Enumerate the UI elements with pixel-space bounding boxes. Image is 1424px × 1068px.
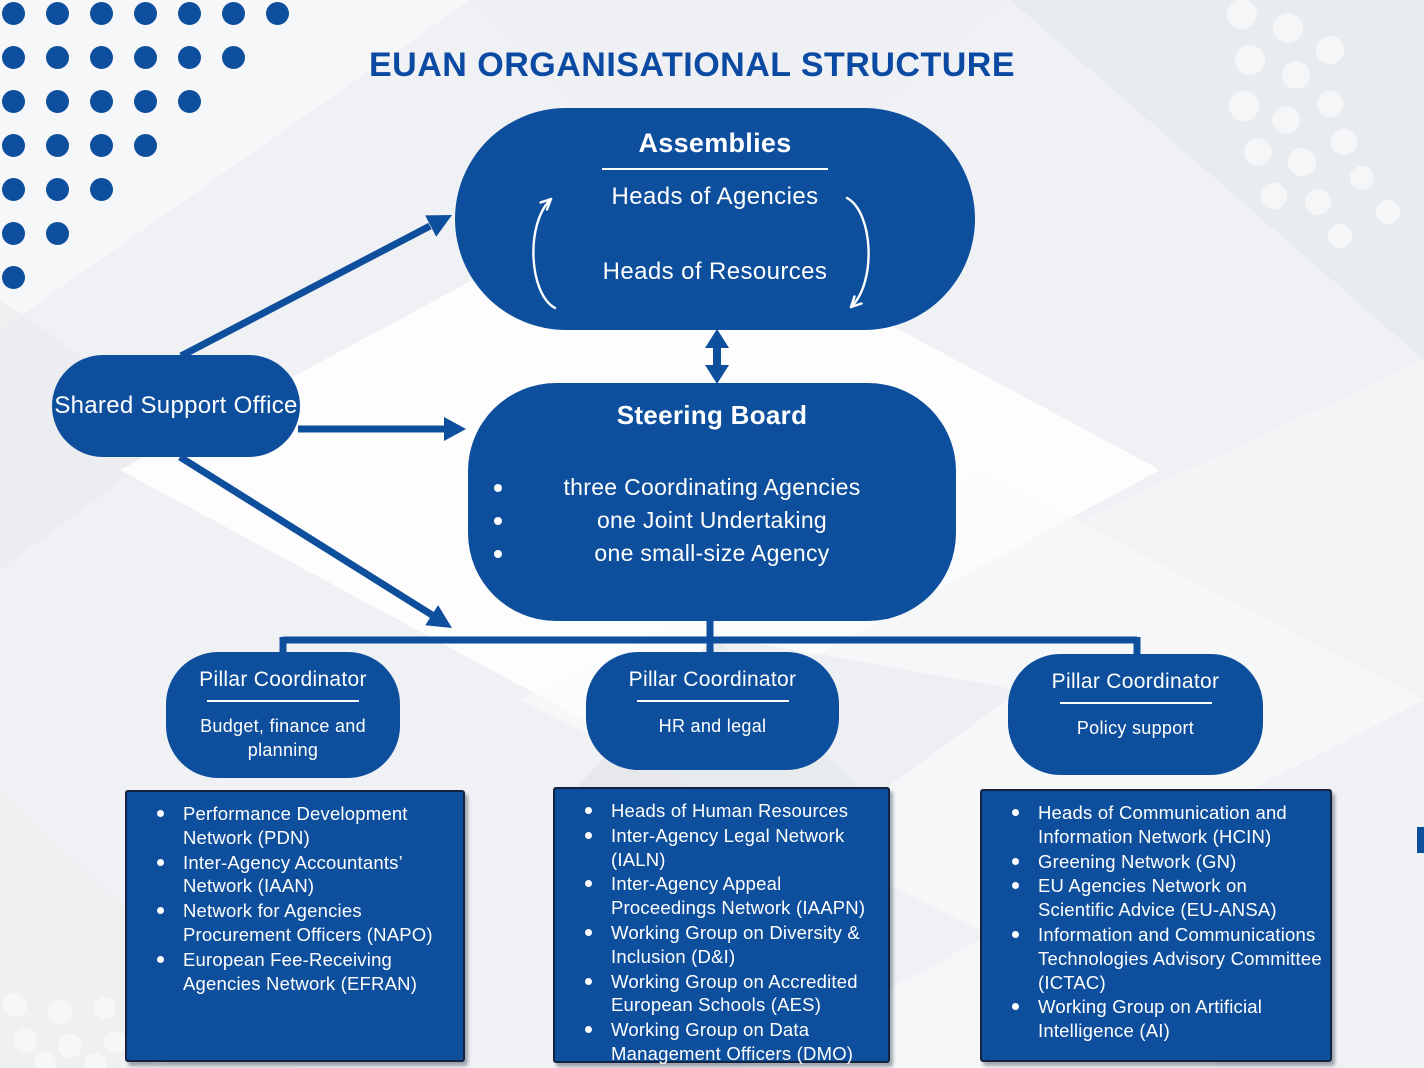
cycle-arrow-right bbox=[845, 196, 870, 309]
list-item: Information and Communications Technolog… bbox=[1012, 923, 1322, 993]
pillar-underline bbox=[207, 700, 359, 702]
decor-dot bbox=[89, 45, 113, 69]
decor-dot bbox=[177, 45, 201, 69]
pillar-box-budget-finance-planning: Pillar Coordinator Budget, finance and p… bbox=[166, 652, 400, 778]
decor-dot bbox=[221, 45, 245, 69]
decor-dot bbox=[177, 89, 201, 113]
pillar-subtitle: Budget, finance and planning bbox=[200, 715, 366, 760]
pillar-subtitle: Policy support bbox=[1076, 717, 1195, 738]
decor-dot-grid bbox=[0, 0, 320, 320]
list-item: Inter-Agency Legal Network (IALN) bbox=[585, 824, 880, 872]
decor-dot bbox=[1, 265, 25, 289]
cycle-arrows-icon bbox=[532, 196, 870, 310]
assemblies-title: Assemblies bbox=[638, 128, 792, 158]
list-item: Inter-Agency Appeal Proceedings Network … bbox=[585, 872, 880, 920]
decor-dot bbox=[89, 177, 113, 201]
list-item: Working Group on Artificial Intelligence… bbox=[1012, 995, 1322, 1043]
decor-dot bbox=[89, 1, 113, 25]
assemblies-member-heads-of-resources: Heads of Resources bbox=[602, 258, 828, 285]
list-item: EU Agencies Network on Scientific Advice… bbox=[1012, 874, 1322, 922]
pillar-title: Pillar Coordinator bbox=[628, 668, 797, 691]
network-list: Performance Development Network (PDN)Int… bbox=[127, 792, 463, 1002]
list-item: European Fee-Receiving Agencies Network … bbox=[157, 948, 455, 996]
shared-support-office-label: Shared Support Office bbox=[54, 392, 298, 419]
decor-dot bbox=[265, 1, 289, 25]
decor-dot bbox=[45, 133, 69, 157]
network-list-budget-finance-planning: Performance Development Network (PDN)Int… bbox=[125, 790, 465, 1062]
pillar-box-policy-support: Pillar Coordinator Policy support bbox=[1008, 654, 1263, 775]
decor-dot bbox=[1, 177, 25, 201]
list-item: one small-size Agency bbox=[468, 537, 956, 570]
list-item: Network for Agencies Procurement Officer… bbox=[157, 899, 455, 947]
network-list-policy-support: Heads of Communication and Information N… bbox=[980, 789, 1332, 1062]
assemblies-underline bbox=[602, 168, 828, 170]
decor-dot bbox=[177, 1, 201, 25]
decor-dot bbox=[45, 89, 69, 113]
decor-dot bbox=[89, 89, 113, 113]
assemblies-member-heads-of-agencies: Heads of Agencies bbox=[611, 183, 819, 210]
list-item: Working Group on Accredited European Sch… bbox=[585, 970, 880, 1018]
steering-board-title: Steering Board bbox=[616, 400, 808, 430]
network-list: Heads of Communication and Information N… bbox=[982, 791, 1330, 1050]
decor-dot bbox=[1, 89, 25, 113]
decor-dot bbox=[133, 45, 157, 69]
decor-dot bbox=[221, 1, 245, 25]
list-item: one Joint Undertaking bbox=[468, 504, 956, 537]
shared-support-office-box: Shared Support Office bbox=[52, 355, 300, 457]
assemblies-box: Assemblies Heads of Agencies Heads of Re… bbox=[455, 108, 975, 330]
decor-dot bbox=[1, 133, 25, 157]
decor-dot bbox=[45, 45, 69, 69]
decor-dot bbox=[133, 1, 157, 25]
cycle-arrow-left bbox=[532, 197, 557, 310]
list-item: Inter-Agency Accountants’ Network (IAAN) bbox=[157, 851, 455, 899]
pillar-subtitle: HR and legal bbox=[658, 715, 767, 736]
list-item: three Coordinating Agencies bbox=[468, 471, 956, 504]
decor-dot bbox=[45, 177, 69, 201]
list-item: Heads of Communication and Information N… bbox=[1012, 801, 1322, 849]
pillar-title: Pillar Coordinator bbox=[1051, 670, 1220, 693]
list-item: Working Group on Diversity & Inclusion (… bbox=[585, 921, 880, 969]
decor-dot bbox=[133, 89, 157, 113]
list-item: Heads of Human Resources bbox=[585, 799, 880, 823]
decor-dot bbox=[1, 1, 25, 25]
pillar-title: Pillar Coordinator bbox=[199, 668, 367, 691]
list-item: Greening Network (GN) bbox=[1012, 850, 1322, 874]
decor-dot bbox=[45, 1, 69, 25]
steering-board-box: Steering Board three Coordinating Agenci… bbox=[468, 383, 956, 621]
decor-dot bbox=[45, 221, 69, 245]
pillar-underline bbox=[1059, 702, 1212, 704]
edge-accent-shape bbox=[1417, 827, 1424, 853]
decor-dot bbox=[1, 45, 25, 69]
page-title: EUAN ORGANISATIONAL STRUCTURE bbox=[368, 46, 1016, 84]
decor-dot bbox=[89, 133, 113, 157]
decor-dot bbox=[133, 133, 157, 157]
pillar-underline bbox=[636, 700, 789, 702]
list-item: Performance Development Network (PDN) bbox=[157, 802, 455, 850]
decor-dot bbox=[1, 221, 25, 245]
pillar-box-hr-and-legal: Pillar Coordinator HR and legal bbox=[586, 652, 839, 770]
list-item: Working Group on Data Management Officer… bbox=[585, 1018, 880, 1066]
